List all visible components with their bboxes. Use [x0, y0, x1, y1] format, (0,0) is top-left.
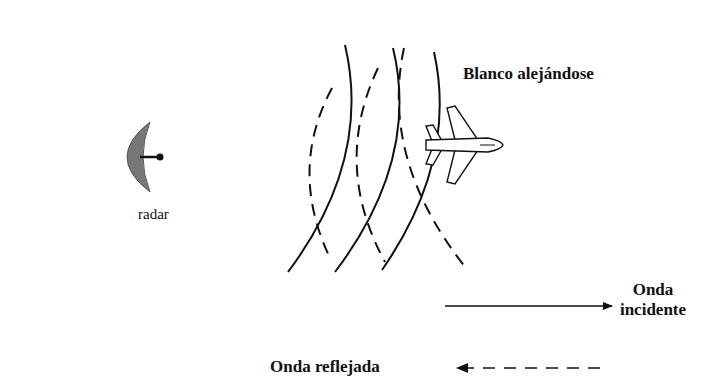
radar-dish: [127, 122, 164, 192]
text-label: radar: [138, 206, 169, 223]
aircraft-target: [426, 106, 503, 184]
text-label: Onda reflejada: [270, 357, 380, 377]
reflected-arrow: [456, 363, 600, 373]
incident-wavefronts: [288, 45, 440, 272]
incident-arrow: [445, 305, 612, 307]
text-label: Onda incidente: [612, 280, 694, 319]
reflected-wavefronts: [309, 48, 466, 268]
text-label: Blanco alejándose: [463, 64, 594, 84]
